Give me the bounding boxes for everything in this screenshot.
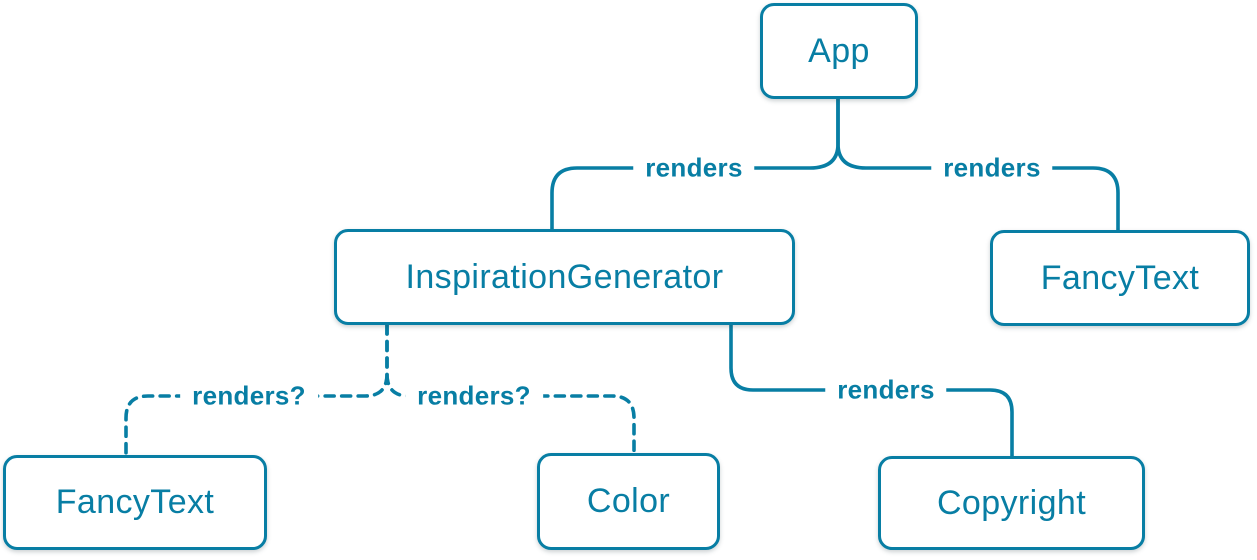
node-copyright: Copyright [878,456,1145,550]
node-label-inspiration-generator: InspirationGenerator [405,257,724,296]
node-label-color: Color [586,482,671,520]
node-label-fancy-text-top: FancyText [1040,258,1200,297]
edge-label-app-to-inspiration-generator: renders [633,154,755,183]
edge-label-inspiration-generator-to-color: renders? [405,382,543,411]
edge-label-inspiration-generator-to-copyright: renders [825,376,947,405]
node-fancy-text-bottom: FancyText [3,455,267,550]
node-label-fancy-text-bottom: FancyText [55,483,215,521]
node-app: App [760,3,918,99]
node-label-app: App [808,31,870,70]
node-label-copyright: Copyright [936,483,1087,522]
node-inspiration-generator: InspirationGenerator [334,229,795,325]
edge-label-app-to-fancy-text-top: renders [931,154,1053,183]
node-fancy-text-top: FancyText [990,230,1250,326]
edge-inspiration-generator-to-fancy-text-bottom [124,323,389,457]
node-color: Color [537,453,720,550]
edge-label-inspiration-generator-to-fancy-text-bottom: renders? [180,382,318,411]
